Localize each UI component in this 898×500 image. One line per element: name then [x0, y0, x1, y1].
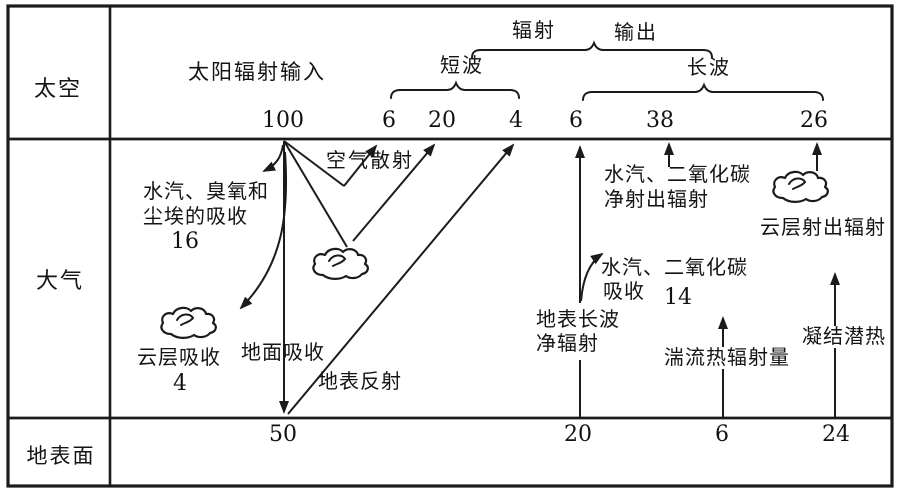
value-ground-absorb: 50 — [269, 422, 297, 447]
cloud-icon-left — [160, 306, 217, 339]
vapor-co2-emit-label-1: 水汽、二氧化碳 — [604, 164, 751, 186]
value-surface-longwave-out: 6 — [569, 108, 583, 133]
value-cloud-emit-out: 26 — [800, 108, 828, 133]
surface-longwave-label-2: 净辐射 — [534, 333, 601, 355]
cloud-absorb-arrow — [239, 151, 288, 310]
turbulent-heat-label: 湍流热辐射量 — [662, 347, 792, 369]
flow-arrows — [239, 140, 840, 417]
cloud-emit-label: 云层射出辐射 — [760, 217, 886, 239]
surface-reflect-label: 地表反射 — [318, 371, 402, 393]
surface-longwave-label-1: 地表长波 — [534, 309, 622, 331]
value-gas-net-emit-out: 38 — [646, 108, 674, 133]
cloud-reflect-arrow — [352, 143, 436, 242]
air-scatter-down-line — [283, 140, 345, 187]
value-surface-longwave-net: 20 — [564, 422, 592, 447]
air-scatter-label: 空气散射 — [326, 150, 414, 172]
value-air-scatter-out: 6 — [382, 108, 396, 133]
cloud-absorb-value: 4 — [173, 371, 187, 396]
value-surface-reflect-out: 4 — [509, 108, 523, 133]
vapor-ozone-absorb-value: 16 — [171, 229, 199, 254]
value-latent-heat: 24 — [822, 422, 850, 447]
surface-reflect-arrow — [287, 143, 515, 415]
radiation-label: 辐射 — [512, 20, 556, 42]
value-solar-input: 100 — [262, 108, 304, 133]
latent-heat-label: 凝结潜热 — [800, 326, 888, 348]
vapor-co2-absorb-label-2: 吸收 — [603, 281, 645, 303]
row-label-space: 太空 — [33, 76, 83, 101]
longwave-label: 长波 — [687, 57, 731, 79]
shortwave-brace — [390, 80, 520, 99]
value-cloud-reflect-out: 20 — [428, 108, 456, 133]
vapor-ozone-absorb-label-1: 水汽、臭氧和 — [143, 181, 269, 203]
vapor-co2-emit-label-2: 净射出辐射 — [604, 189, 709, 211]
solar-input-label: 太阳辐射输入 — [188, 60, 326, 84]
shortwave-label: 短波 — [440, 55, 484, 77]
cloud-icon-right — [772, 170, 829, 203]
vapor-ozone-absorb-label-2: 尘埃的吸收 — [143, 206, 248, 228]
longwave-brace — [582, 82, 824, 101]
vapor-co2-absorb-value: 14 — [664, 285, 692, 310]
cloud-absorb-label: 云层吸收 — [137, 347, 221, 369]
cloud-icon-mid — [312, 247, 369, 280]
table-frame — [6, 4, 894, 488]
ground-absorb-label: 地面吸收 — [241, 342, 325, 364]
output-label: 输出 — [614, 22, 658, 44]
air-scatter-arrow — [343, 144, 378, 187]
row-label-atmosphere: 大气 — [35, 268, 85, 293]
vapor-co2-absorb-label-1: 水汽、二氧化碳 — [601, 257, 748, 279]
to-cloud-line — [283, 140, 348, 248]
radiation-output-brace — [471, 40, 713, 59]
value-turbulent-heat: 6 — [715, 422, 729, 447]
vapor-co2-absorb-arrow — [580, 252, 604, 302]
braces — [390, 40, 824, 101]
row-label-surface: 地表面 — [26, 444, 96, 468]
vapor-ozone-absorb-arrow — [262, 144, 284, 172]
